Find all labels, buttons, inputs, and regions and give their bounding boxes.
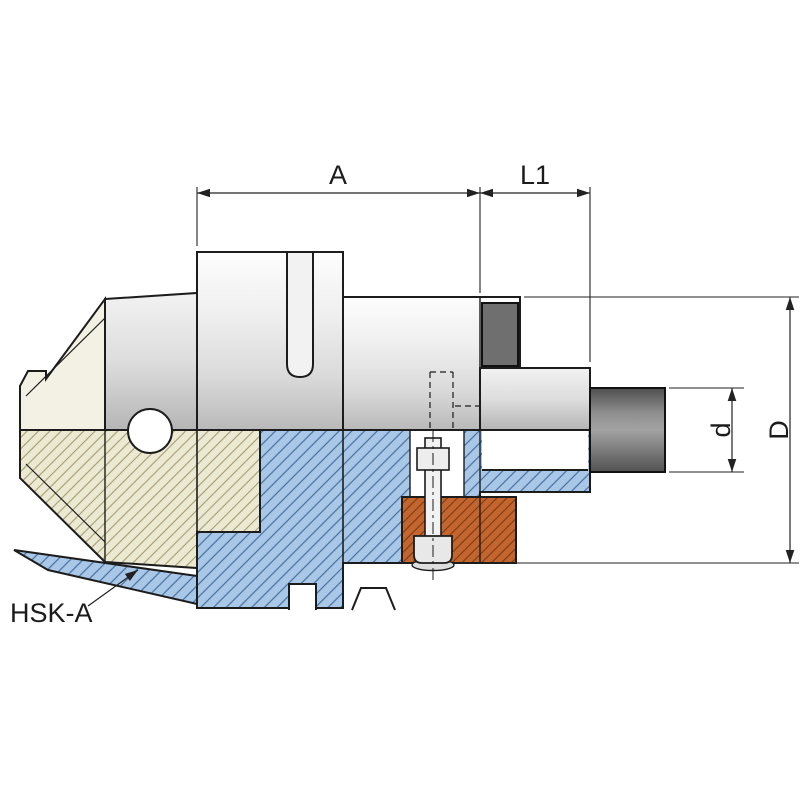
clamp-screw	[411, 430, 455, 584]
dim-arrow	[785, 550, 795, 563]
dim-arrow	[480, 188, 493, 198]
dim-arrow	[785, 297, 795, 310]
dim-arrow	[467, 188, 480, 198]
extension-lines	[196, 187, 799, 564]
dim-label-a: A	[329, 160, 347, 190]
dimension-lines	[197, 192, 791, 563]
dim-label-l1: L1	[520, 160, 550, 190]
index-notch-fill	[352, 588, 395, 610]
holder-nose	[479, 367, 591, 431]
dim-arrow	[727, 388, 737, 401]
taper-shank-upper	[19, 295, 106, 431]
shank-standard-label: HSK-A	[10, 598, 93, 628]
dim-arrow	[577, 188, 590, 198]
dim-arrow	[727, 459, 737, 472]
flange-bottom-notches	[288, 583, 396, 611]
gripper-groove-slot	[286, 251, 314, 379]
tool-shank-cylinder	[589, 387, 666, 473]
clamp-ring-block	[481, 302, 519, 367]
hidden-coolant-lines	[429, 371, 480, 428]
drive-hole	[127, 408, 173, 454]
section-view-lower-half	[13, 429, 591, 611]
shank-callout: HSK-A	[10, 566, 141, 628]
drive-notch-outline	[288, 583, 317, 610]
detail-lines	[25, 252, 521, 608]
dim-arrow	[197, 188, 210, 198]
external-view-upper-half	[19, 251, 666, 492]
dimensions: A L1 d D	[196, 160, 799, 564]
taper-inner-contour-top	[25, 317, 106, 397]
gripper-flange	[196, 251, 344, 431]
dim-label-d: d	[706, 422, 736, 437]
drive-notch-fill	[289, 584, 316, 610]
tool-bore	[482, 431, 588, 470]
taper-inner-contour-bottom	[25, 463, 106, 543]
index-notch-outline	[351, 587, 396, 611]
dim-label-D: D	[764, 420, 794, 440]
